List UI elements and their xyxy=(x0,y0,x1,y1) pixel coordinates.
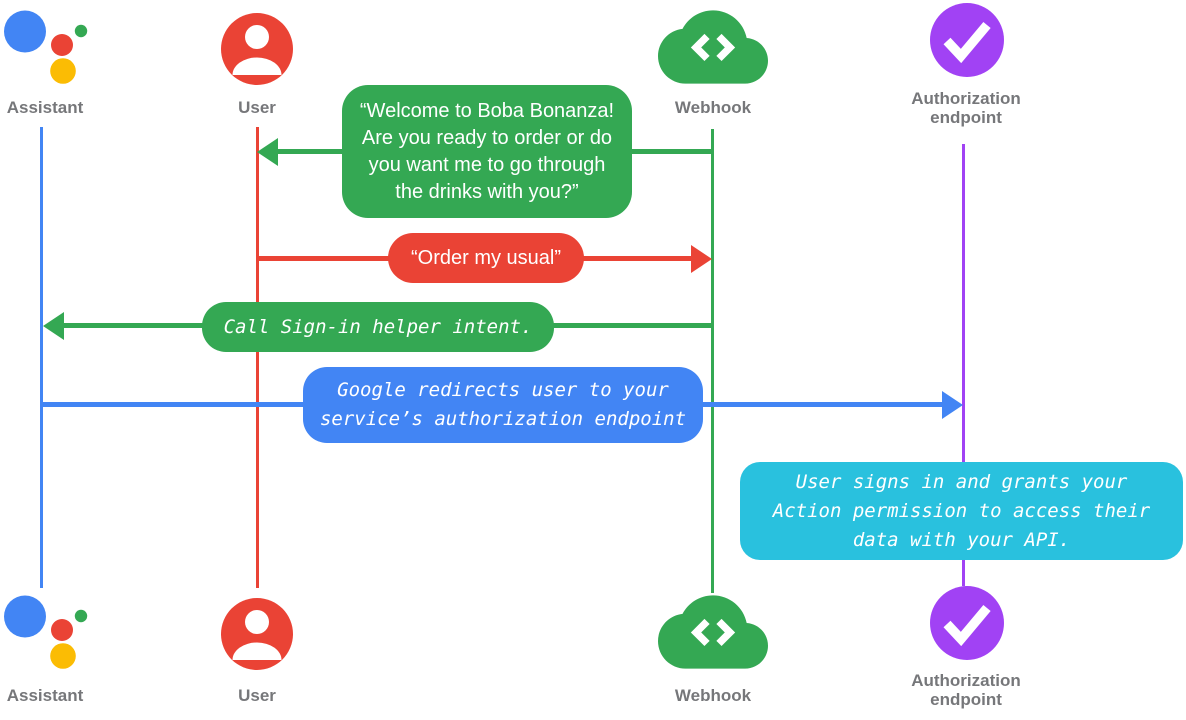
welcome-message-bubble: “Welcome to Boba Bonanza! Are you ready … xyxy=(342,85,632,218)
webhook-label-bottom: Webhook xyxy=(674,686,752,705)
user-icon xyxy=(221,13,293,85)
user-label-top: User xyxy=(238,98,276,117)
assistant-logo-icon xyxy=(4,10,88,84)
user-icon xyxy=(221,598,293,670)
sign-in-note-box: User signs in and grants your Action per… xyxy=(740,462,1183,560)
sign-in-message-box: Call Sign-in helper intent. xyxy=(202,302,554,352)
order-arrowhead-icon xyxy=(691,245,712,273)
webhook-cloud-icon xyxy=(658,595,768,669)
assistant-lifeline xyxy=(40,127,43,588)
assistant-label-bottom: Assistant xyxy=(6,686,84,705)
sign-in-arrowhead-icon xyxy=(43,312,64,340)
authorization-label-top: Authorization endpoint xyxy=(911,89,1021,127)
authorization-lifeline xyxy=(962,144,965,586)
assistant-label-top: Assistant xyxy=(6,98,84,117)
assistant-logo-icon xyxy=(4,595,88,669)
order-message-bubble: “Order my usual” xyxy=(388,233,584,283)
webhook-label-top: Webhook xyxy=(674,98,752,117)
authorization-check-icon xyxy=(930,3,1004,77)
redirect-message-box: Google redirects user to your service’s … xyxy=(303,367,703,443)
welcome-arrowhead-icon xyxy=(257,138,278,166)
user-lifeline xyxy=(256,127,259,588)
user-label-bottom: User xyxy=(238,686,276,705)
webhook-lifeline xyxy=(711,129,714,593)
webhook-cloud-icon xyxy=(658,10,768,84)
authorization-label-bottom: Authorization endpoint xyxy=(911,671,1021,709)
redirect-arrowhead-icon xyxy=(942,391,963,419)
authorization-check-icon xyxy=(930,586,1004,660)
